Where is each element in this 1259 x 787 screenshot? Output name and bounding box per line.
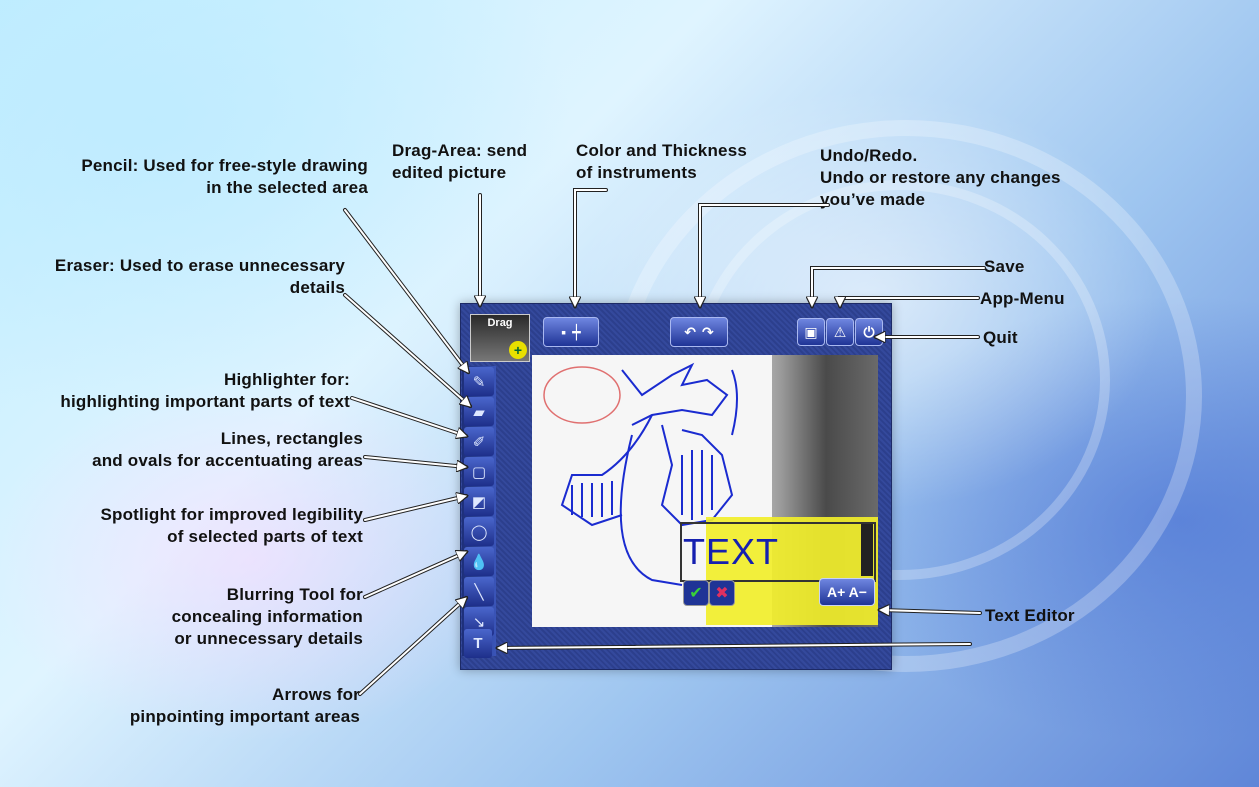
redo-icon: ↷: [702, 323, 714, 340]
save-button[interactable]: ▣: [797, 318, 825, 346]
blur-drop-icon: 💧: [469, 553, 489, 571]
confirm-button[interactable]: ✔: [683, 580, 709, 606]
tool-bar: ✎ ▰ ✐ ▢ ◩ ◯ 💧 ╲ ↘: [462, 366, 496, 656]
pencil-tool[interactable]: ✎: [464, 367, 494, 396]
label-save: Save: [984, 257, 1025, 276]
text-editor-box[interactable]: [680, 522, 876, 582]
label-eraser: Eraser: Used to erase unnecessary detail…: [54, 256, 345, 297]
drag-label: Drag: [487, 317, 513, 329]
label-blurring: Blurring Tool for concealing information…: [171, 585, 363, 648]
app-menu-button[interactable]: ⚠: [826, 318, 854, 346]
label-quit: Quit: [983, 328, 1018, 347]
undo-icon: ↶: [684, 323, 696, 340]
close-icon: ✖: [715, 585, 729, 602]
label-spotlight: Spotlight for improved legibility of sel…: [100, 505, 363, 546]
quit-button[interactable]: ⏻: [855, 318, 883, 346]
label-color-thickness: Color and Thickness of instruments: [576, 141, 748, 182]
highlighter-icon: ✐: [472, 433, 486, 451]
text-tool[interactable]: T: [464, 629, 492, 658]
thickness-icon: ┿: [572, 323, 581, 340]
label-lines: Lines, rectangles and ovals for accentua…: [92, 429, 363, 470]
label-pencil: Pencil: Used for free-style drawing in t…: [81, 156, 368, 197]
font-size-buttons[interactable]: A+ A−: [819, 578, 875, 606]
eraser-tool[interactable]: ▰: [464, 397, 494, 426]
app-menu-icon: ⚠: [833, 323, 847, 340]
text-editor-highlight: [706, 517, 878, 625]
text-editor-scrollbar[interactable]: [861, 524, 873, 576]
text-editor-content[interactable]: TEXT: [683, 531, 780, 572]
save-icon: ▣: [804, 323, 818, 340]
label-arrows: Arrows for pinpointing important areas: [129, 685, 360, 726]
oval-tool[interactable]: ◯: [464, 517, 494, 546]
line-icon: ╲: [474, 583, 484, 601]
power-icon: ⏻: [863, 323, 875, 340]
label-highlighter: Highlighter for: highlighting important …: [60, 370, 350, 411]
color-swatch-icon: ▪: [561, 324, 567, 340]
pencil-icon: ✎: [472, 373, 486, 391]
label-text-editor: Text Editor: [985, 606, 1075, 625]
cancel-button[interactable]: ✖: [709, 580, 735, 606]
spotlight-tool[interactable]: ◩: [464, 487, 494, 516]
highlighter-tool[interactable]: ✐: [464, 427, 494, 456]
arrow-icon: ↘: [472, 613, 486, 631]
undo-redo-button[interactable]: ↶ ↷: [670, 317, 728, 347]
label-app-menu: App-Menu: [980, 289, 1065, 308]
text-icon: T: [473, 635, 483, 652]
spotlight-icon: ◩: [471, 493, 487, 511]
drag-plus-icon: +: [509, 341, 527, 359]
eraser-icon: ▰: [473, 403, 485, 421]
label-undo-redo: Undo/Redo. Undo or restore any changes y…: [820, 146, 1061, 209]
line-tool[interactable]: ╲: [464, 577, 494, 606]
color-thickness-button[interactable]: ▪ ┿: [543, 317, 599, 347]
oval-icon: ◯: [470, 523, 488, 541]
drag-area[interactable]: Drag +: [470, 314, 530, 362]
rectangle-tool[interactable]: ▢: [464, 457, 494, 486]
rectangle-icon: ▢: [471, 463, 487, 481]
check-icon: ✔: [689, 585, 703, 602]
blur-tool[interactable]: 💧: [464, 547, 494, 576]
label-drag-area: Drag-Area: send edited picture: [392, 141, 528, 182]
